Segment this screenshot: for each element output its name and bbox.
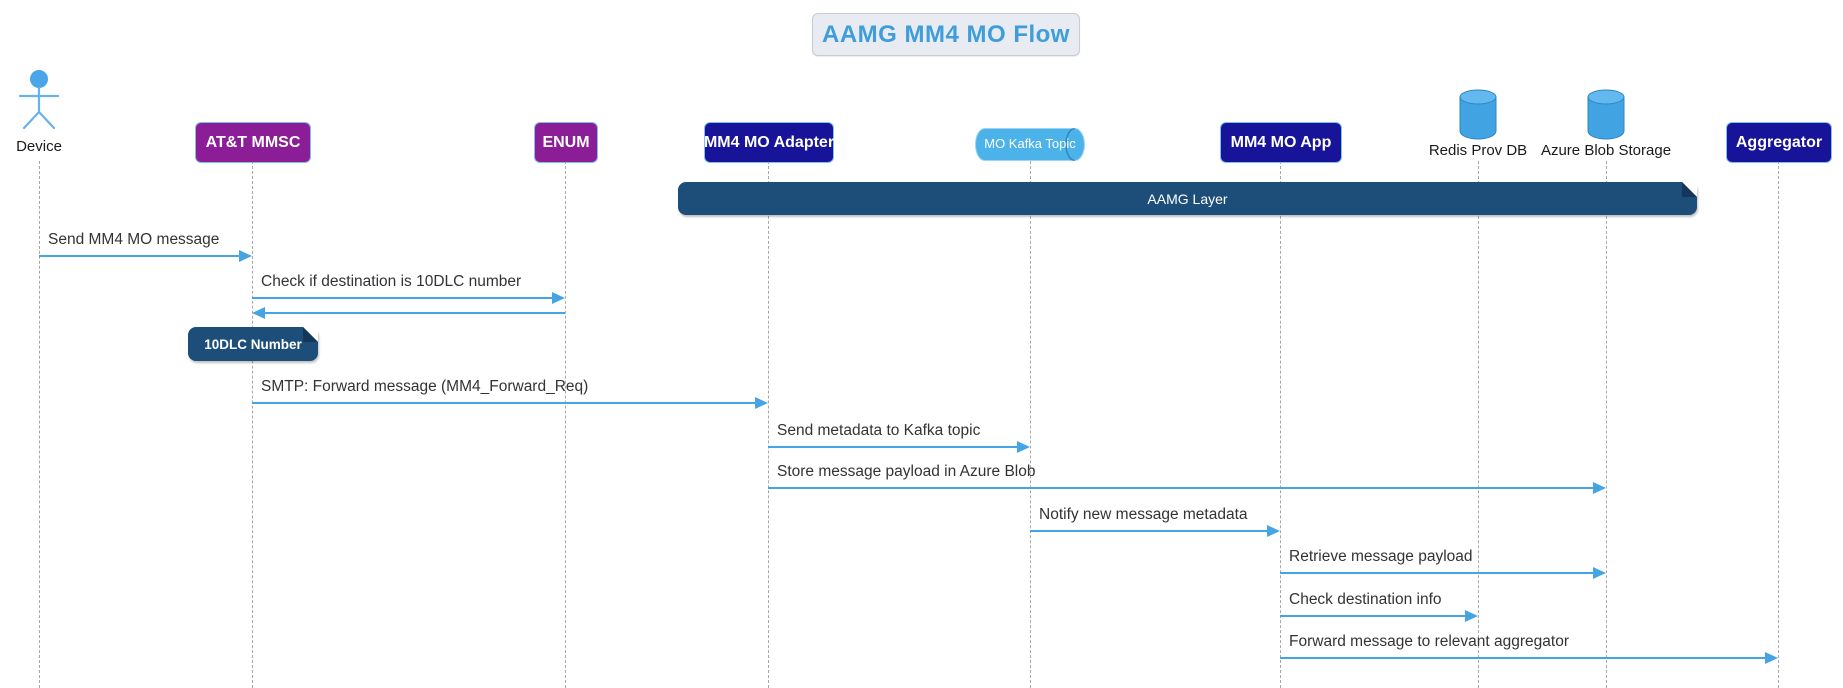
message-label-5: Store message payload in Azure Blob (777, 463, 1036, 480)
aamg-layer-label: AAMG Layer (1147, 190, 1228, 207)
message-arrow-line (1280, 657, 1767, 659)
lifeline-aggregator (1777, 161, 1779, 688)
message-arrowhead (239, 250, 252, 262)
message-label-4: Send metadata to Kafka topic (777, 422, 981, 439)
message-arrow-line (263, 312, 565, 314)
message-arrowhead (1593, 482, 1606, 494)
message-arrowhead (1593, 567, 1606, 579)
participant-mm4-mo-adapter: MM4 MO Adapter (704, 122, 834, 163)
lifeline-mm4-mo-adapter (767, 161, 769, 688)
queue-icon (971, 127, 1089, 166)
lifeline-device (38, 161, 40, 688)
message-arrow-line (768, 487, 1595, 489)
participant-mm4-mo-app: MM4 MO App (1220, 122, 1342, 163)
message-arrow-line (1030, 530, 1269, 532)
message-arrow-line (1280, 572, 1595, 574)
participant-mo-kafka-topic-label: MO Kafka Topic (984, 136, 1076, 151)
actor-icon (11, 66, 67, 139)
message-arrowhead (552, 292, 565, 304)
message-label-7: Retrieve message payload (1289, 548, 1473, 565)
lifeline-enum (564, 161, 566, 688)
lifeline-mo-kafka-topic (1029, 161, 1031, 688)
message-arrowhead (1465, 610, 1478, 622)
participant-enum: ENUM (534, 122, 598, 163)
message-arrow-line (39, 255, 241, 257)
database-icon (1586, 88, 1626, 145)
message-label-0: Send MM4 MO message (48, 231, 220, 248)
message-label-6: Notify new message metadata (1039, 506, 1248, 523)
participant-redis-prov-db-label: Redis Prov DB (1428, 142, 1528, 159)
message-label-9: Forward message to relevant aggregator (1289, 633, 1570, 650)
message-arrowhead (252, 307, 265, 319)
lifeline-azure-blob-storage (1605, 161, 1607, 688)
participant-device-label: Device (16, 138, 62, 155)
message-arrowhead (1765, 652, 1778, 664)
aamg-layer-banner: AAMG Layer (678, 182, 1697, 215)
message-arrowhead (1017, 441, 1030, 453)
participant-azure-blob-storage-label: Azure Blob Storage (1540, 142, 1672, 159)
diagram-title-box: AAMG MM4 MO Flow (812, 13, 1080, 56)
note-10dlc-number: 10DLC Number (188, 327, 318, 361)
lifeline-mm4-mo-app (1279, 161, 1281, 688)
message-arrowhead (755, 397, 768, 409)
message-label-1: Check if destination is 10DLC number (261, 273, 522, 290)
database-icon (1458, 88, 1498, 145)
participant-att-mmsc: AT&T MMSC (195, 122, 311, 163)
note-label: 10DLC Number (204, 336, 302, 352)
lifeline-att-mmsc (251, 161, 253, 688)
message-arrowhead (1267, 525, 1280, 537)
message-arrow-line (768, 446, 1019, 448)
message-label-8: Check destination info (1289, 591, 1442, 608)
message-label-3: SMTP: Forward message (MM4_Forward_Req) (261, 378, 589, 395)
message-arrow-line (252, 402, 757, 404)
page-title: AAMG MM4 MO Flow (822, 20, 1070, 48)
participant-aggregator: Aggregator (1726, 122, 1832, 163)
message-arrow-line (1280, 615, 1467, 617)
message-arrow-line (252, 297, 554, 299)
lifeline-redis-prov-db (1477, 161, 1479, 688)
